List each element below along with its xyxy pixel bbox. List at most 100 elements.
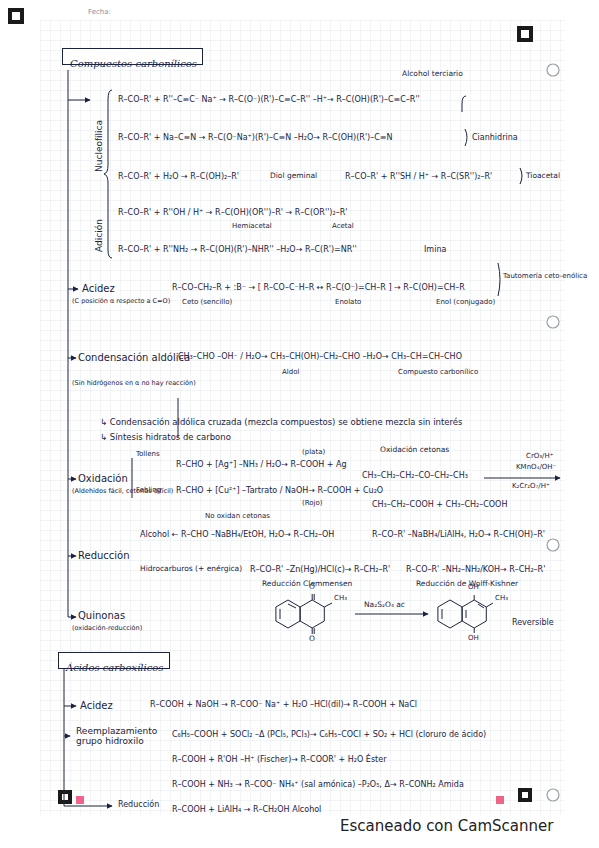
note-text: No oxidan cetonas <box>205 512 270 520</box>
pen-stroke <box>355 614 428 615</box>
note-text: OH <box>468 634 479 642</box>
note-text: Ceto (sencillo) <box>182 298 232 306</box>
note-text: R–CO–R' –NaBH₄/LiAlH₄, H₂O→ R–CH(OH)–R' <box>372 530 545 539</box>
note-text: OH <box>468 583 479 591</box>
note-text: Reducción de Wolff-Kishner <box>416 580 518 589</box>
note-text: CH₃ <box>334 594 347 602</box>
note-text: Compuesto carbonílico <box>398 368 478 376</box>
note-text: R–COOH + NaOH → R–COO⁻ Na⁺ + H₂O –HCl(di… <box>150 700 417 709</box>
note-text: CrO₃/H⁺ <box>526 452 553 460</box>
pen-stroke <box>312 628 314 634</box>
pen-stroke <box>104 90 112 258</box>
pen-stroke <box>324 603 332 607</box>
note-text: R–CHO + [Cu²⁺] –Tartrato / NaOH→ R–COOH … <box>176 486 383 495</box>
note-text: O <box>309 635 315 644</box>
pen-stroke <box>547 789 559 801</box>
note-text: ↳ Síntesis hidratos de carbono <box>100 433 231 443</box>
pen-stroke <box>462 96 466 112</box>
note-text: R–CO–R' + R''–C≡C⁻ Na⁺ → R–C(O⁻)(R')–C≡C… <box>118 95 420 104</box>
pen-stroke <box>521 30 529 38</box>
note-text: R–CO–R' + R''SH / H⁺ → R–C(SR'')₂–R' <box>345 172 492 181</box>
note-text: Fecha: <box>88 8 111 16</box>
pen-stroke <box>280 604 296 619</box>
note-text: (oxidación-reducción) <box>72 625 142 632</box>
grid-paper <box>40 20 565 815</box>
note-text: R–CO–R' –Zn(Hg)/HCl(c)→ R–CH₂–R' <box>250 565 390 574</box>
note-text: R–COOH + NH₃ → R–COO⁻ NH₄⁺ (sal amónica)… <box>172 780 464 789</box>
pen-stroke <box>518 788 532 802</box>
pen-stroke <box>68 289 78 290</box>
note-text: Reducción <box>78 550 130 562</box>
note-text: C₆H₅–COOH + SOCl₂ –Δ (PCl₅, PCl₃)→ C₆H₅–… <box>172 730 486 739</box>
note-text: Adición <box>94 219 104 252</box>
note-text: R–CO–R' + R''OH / H⁺ → R–C(OH)(OR'')–R' … <box>118 208 347 217</box>
note-text: Imina <box>424 245 446 254</box>
quinone-structures <box>276 594 493 634</box>
pen-stroke <box>64 706 76 707</box>
pen-stroke <box>76 796 84 804</box>
note-text: Tautomería ceto-enólica <box>503 272 587 280</box>
note-text: Reemplazamiento grupo hidroxilo <box>76 726 168 747</box>
note-text: Cianhidrina <box>472 133 518 142</box>
note-text: Oxidación cetonas <box>380 446 449 455</box>
pen-stroke <box>64 806 112 807</box>
note-text: Condensación aldólica <box>78 352 190 364</box>
pen-stroke <box>498 263 500 296</box>
note-text: ↳ Condensación aldólica cruzada (mezcla … <box>100 418 462 428</box>
note-text: Acidez <box>80 700 113 712</box>
note-text: Acetal <box>332 222 354 230</box>
pen-stroke <box>68 358 76 359</box>
pen-stroke <box>276 600 300 628</box>
pen-stroke <box>484 478 560 479</box>
note-text: (plata) <box>302 448 325 456</box>
note-text: Escaneado con CamScanner <box>340 818 553 835</box>
note-text: CH₃–CHO –OH⁻ / H₂O→ CH₃–CH(OH)–CH₂–CHO –… <box>178 352 462 361</box>
corner-marks <box>8 8 533 804</box>
pen-stroke <box>547 64 559 76</box>
note-text: CH₃–CH₂–COOH + CH₃–CH₂–COOH <box>372 500 507 509</box>
note-text: R–COOH + LiAlH₄ → R–CH₂OH Alcohol <box>172 805 321 814</box>
pen-stroke <box>58 790 72 804</box>
note-text: KMnO₄/OH⁻ <box>516 463 556 471</box>
pen-stroke <box>64 668 65 806</box>
pen-stroke <box>520 168 522 184</box>
note-text: (C posición α respecto a C=O) <box>72 298 170 305</box>
pen-stroke <box>474 595 475 633</box>
note-text: Fehling <box>136 486 161 494</box>
note-text: R–CO–R' + R''NH₂ → R–C(OH)(R')–NHR'' –H₂… <box>118 245 357 254</box>
note-text: Alcohol terciario <box>402 70 463 79</box>
note-text: O <box>309 583 315 592</box>
note-text: R–CO–CH₂–R + :B⁻ → [ R–CO–C⁻H–R ↔ R–C(O⁻… <box>172 283 465 292</box>
pen-stroke <box>68 479 76 480</box>
note-text: (Rojo) <box>302 499 323 507</box>
note-text: Na₂S₂O₄ ac <box>364 601 405 610</box>
note-text: Aldol <box>282 368 299 376</box>
note-text: R–COOH + R'OH –H⁺ (Fischer)→ R–COOR' + H… <box>172 755 386 764</box>
pen-stroke <box>517 26 533 42</box>
note-text: R–CO–R' –NH₂–NH₂/KOH→ R–CH₂–R' <box>406 565 545 574</box>
heading-box: Ácidos carboxílicos <box>58 652 170 669</box>
note-text: R–CO–R' + Na–C≡N → R–C(O⁻Na⁺)(R')–C≡N –H… <box>118 133 393 142</box>
pen-stroke <box>64 736 70 737</box>
section-lines <box>64 70 560 806</box>
note-text: Tollens <box>136 450 160 458</box>
pen-stroke <box>547 539 559 551</box>
note-text: Quinonas <box>78 610 125 622</box>
pen-stroke <box>12 12 20 20</box>
note-text: CH₃–CH₂–CH₂–CO–CH₂–CH₃ <box>362 471 468 480</box>
section-heading: Ácidos carboxílicos <box>66 662 164 673</box>
pen-stroke <box>62 794 68 800</box>
note-text: R–CO–R' + H₂O → R–C(OH)₂–R' <box>118 172 239 181</box>
section-heading: Compuestos carbonílicos <box>70 58 197 69</box>
pen-stroke <box>547 316 559 328</box>
note-text: Hidrocarburos (+ enérgica) <box>140 565 242 574</box>
pen-stroke <box>442 604 484 619</box>
note-text: K₂Cr₂O₇/H⁺ <box>512 482 550 490</box>
pen-stroke <box>8 8 24 24</box>
pen-stroke <box>68 100 90 101</box>
pen-stroke <box>486 603 493 607</box>
note-text: Alcohol ← R–CHO –NaBH₄/EtOH, H₂O→ R–CH₂–… <box>140 530 334 539</box>
note-text: R–CHO + [Ag⁺] –NH₃ / H₂O→ R–COOH + Ag <box>176 460 347 469</box>
pen-stroke <box>68 556 76 557</box>
